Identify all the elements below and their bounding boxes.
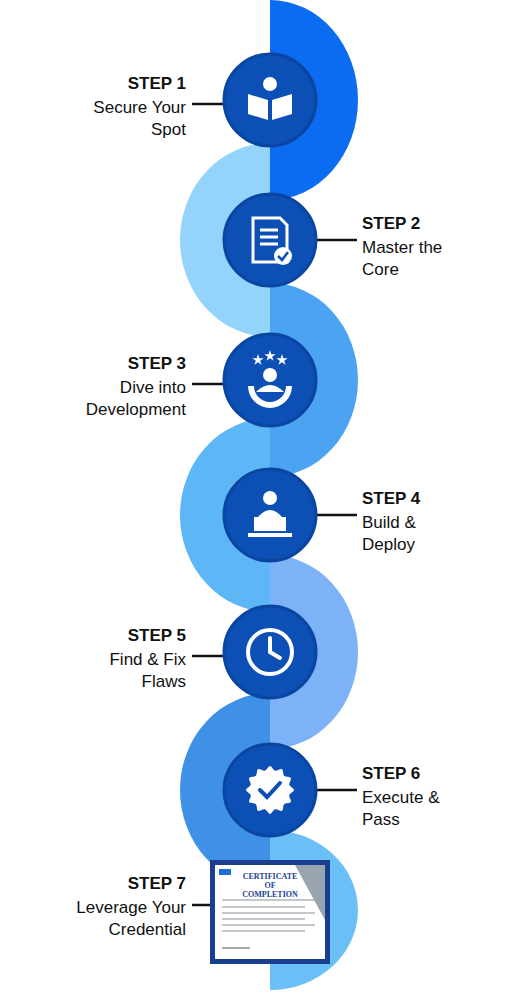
step-circle-outline [224, 54, 316, 146]
step-circle-outline [224, 606, 316, 698]
step-title: Dive into Development [61, 377, 186, 421]
certificate-line [222, 918, 305, 919]
leader-line [314, 239, 357, 242]
step-icon [248, 77, 292, 120]
leader-line [192, 904, 210, 907]
certificate-line [222, 912, 315, 913]
step-number: STEP 2 [362, 213, 477, 235]
leader-line [314, 514, 357, 517]
leader-line [192, 655, 226, 658]
step-title: Leverage Your Credential [36, 897, 186, 941]
leader-line [192, 103, 226, 106]
step-node: STEP 1Secure Your Spot [40, 50, 320, 150]
step-title: Execute & Pass [362, 787, 462, 831]
step-circle-outline [224, 334, 316, 426]
step-icon [248, 630, 292, 674]
step-number: STEP 6 [362, 763, 462, 785]
step-circle-outline [224, 194, 316, 286]
step-number: STEP 4 [362, 488, 462, 510]
certificate-signature [222, 948, 250, 949]
certificate-line [222, 899, 315, 900]
step-title: Find & Fix Flaws [76, 649, 186, 693]
step-icon [253, 218, 292, 265]
step-number: STEP 3 [61, 353, 186, 375]
certificate-paper [215, 865, 325, 959]
step-node: STEP 2Master the Core [220, 190, 506, 290]
step-icon [246, 766, 294, 814]
step-number: STEP 5 [76, 625, 186, 647]
step-number: STEP 1 [66, 73, 186, 95]
leader-line [314, 789, 357, 792]
step-icon [248, 491, 292, 537]
certificate-line [222, 906, 305, 907]
certificate-ornament [295, 865, 325, 920]
step-circle-outline [224, 744, 316, 836]
certificate-line [222, 930, 305, 931]
step-node: STEP 3Dive into Development [40, 330, 320, 430]
certificate-heading: CERTIFICATE OF COMPLETION [238, 872, 302, 899]
step-title: Master the Core [362, 237, 477, 281]
step-number: STEP 7 [36, 873, 186, 895]
step-title: Secure Your Spot [66, 97, 186, 141]
leader-line [192, 383, 226, 386]
step-node: STEP 4Build & Deploy [220, 465, 506, 565]
certificate-frame [210, 860, 330, 964]
step-title: Build & Deploy [362, 512, 462, 556]
step-node: STEP 6Execute & Pass [220, 740, 506, 840]
step-node: STEP 5Find & Fix Flaws [40, 602, 320, 702]
certificate-line [222, 924, 315, 925]
step-circle-outline [224, 469, 316, 561]
certificate-logo [219, 869, 231, 875]
step-icon [248, 350, 292, 408]
